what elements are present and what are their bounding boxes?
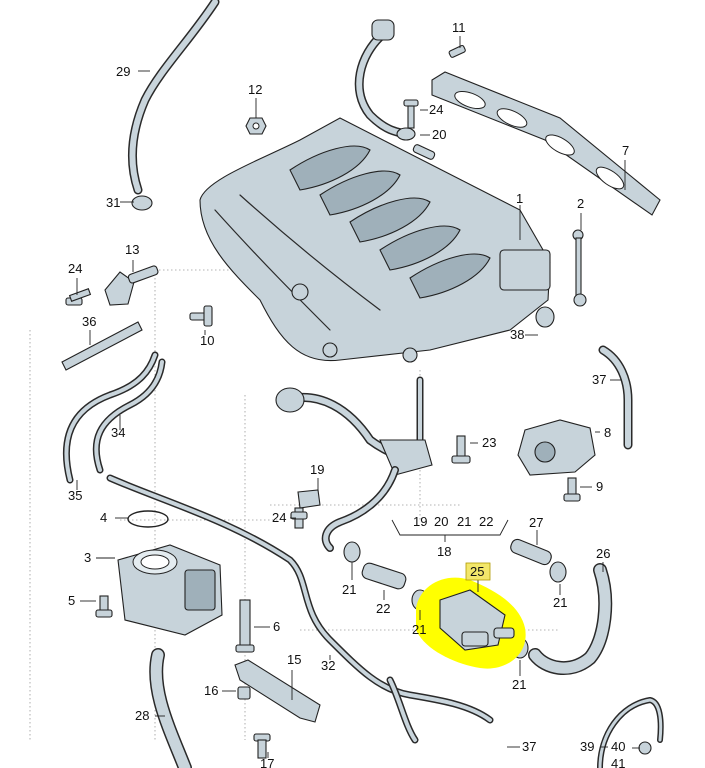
clamp-21-a: [343, 541, 361, 563]
bolt-17: [253, 733, 271, 759]
callout-13: 13: [125, 242, 139, 257]
callout-29: 29: [116, 64, 130, 79]
clip-38: [535, 306, 555, 328]
callout-22-hose: 22: [376, 601, 390, 616]
callout-1: 1: [516, 191, 523, 206]
gasket-7: [431, 71, 661, 216]
callout-11: 11: [452, 20, 466, 35]
callout-37-right: 37: [592, 372, 606, 387]
callout-19-top: 19: [310, 462, 324, 477]
hose-34: [62, 351, 166, 484]
bolt-23: [451, 435, 471, 464]
stud-11: [448, 45, 466, 58]
hose-22: [361, 562, 407, 590]
callout-17: 17: [260, 756, 274, 768]
bolt-6: [235, 599, 255, 653]
callout-16: 16: [204, 683, 218, 698]
callout-9: 9: [596, 479, 603, 494]
clamp-21-d: [549, 561, 567, 583]
callout-19-group: 19: [413, 514, 427, 529]
callout-39: 39: [580, 739, 594, 754]
hose-29: [127, 0, 220, 195]
callout-38: 38: [510, 327, 524, 342]
callout-24-top: 24: [429, 102, 443, 117]
callout-21-group: 21: [457, 514, 471, 529]
bolt-5: [95, 595, 113, 618]
callout-21-c: 21: [512, 677, 526, 692]
callout-2: 2: [577, 196, 584, 211]
hose-28: [149, 648, 192, 768]
callout-7: 7: [622, 143, 629, 158]
callout-26: 26: [596, 546, 610, 561]
callout-25: 25: [470, 564, 484, 579]
nut-12: [245, 117, 267, 135]
leader-lines: [76, 36, 640, 758]
callout-8: 8: [604, 425, 611, 440]
callout-40: 40: [611, 739, 625, 754]
bolt-24-left: [65, 288, 92, 306]
callout-21-b: 21: [412, 622, 426, 637]
bolt-24-top: [403, 99, 419, 129]
valve-25-highlighted: [416, 577, 526, 669]
hose-37-right: [598, 345, 633, 450]
callout-21-a: 21: [342, 582, 356, 597]
bushing-16: [237, 686, 251, 700]
intake-manifold-1: [199, 117, 551, 363]
callout-15: 15: [287, 652, 301, 667]
callout-37-bottom: 37: [522, 739, 536, 754]
callout-5: 5: [68, 593, 75, 608]
o-ring-4: [127, 510, 169, 528]
breather-hose-upper: [354, 19, 436, 160]
bolt-9: [563, 477, 581, 502]
throttle-body-3: [117, 544, 223, 636]
callout-22-group: 22: [479, 514, 493, 529]
callout-32: 32: [321, 658, 335, 673]
callout-12: 12: [248, 82, 262, 97]
hose-27: [510, 538, 552, 566]
hose-26: [528, 563, 613, 676]
bolt-24-mid: [290, 507, 308, 529]
actuator-8: [517, 419, 596, 476]
callout-41: 41: [611, 756, 625, 768]
callout-21-d: 21: [553, 595, 567, 610]
callout-36: 36: [82, 314, 96, 329]
bolt-10: [189, 305, 213, 327]
callout-23: 23: [482, 435, 496, 450]
clamp-31: [131, 195, 153, 211]
callout-27: 27: [529, 515, 543, 530]
callout-34: 34: [111, 425, 125, 440]
callout-20-group: 20: [434, 514, 448, 529]
callout-28: 28: [135, 708, 149, 723]
callout-20-top: 20: [432, 127, 446, 142]
link-rod-2: [572, 229, 587, 307]
callout-3: 3: [84, 550, 91, 565]
callout-10: 10: [200, 333, 214, 348]
callout-18: 18: [437, 544, 451, 559]
sensor-13: [104, 265, 159, 306]
callout-4: 4: [100, 510, 107, 525]
callout-6: 6: [273, 619, 280, 634]
callout-24-left: 24: [68, 261, 82, 276]
bracket-19: [297, 489, 321, 509]
pipe-32: [106, 474, 494, 744]
callout-35: 35: [68, 488, 82, 503]
callout-24-mid: 24: [272, 510, 286, 525]
strip-36: [61, 321, 143, 371]
callout-numbers: 29 31 11 12 24 20 7 1 2 13 24 36 10 38 3…: [68, 20, 629, 768]
breather-pipe-assembly: [275, 376, 433, 552]
highlight-label-box-25: [465, 562, 491, 581]
callout-31: 31: [106, 195, 120, 210]
bracket-15: [234, 659, 321, 723]
clip-40: [638, 741, 652, 755]
hose-39: [597, 697, 664, 768]
